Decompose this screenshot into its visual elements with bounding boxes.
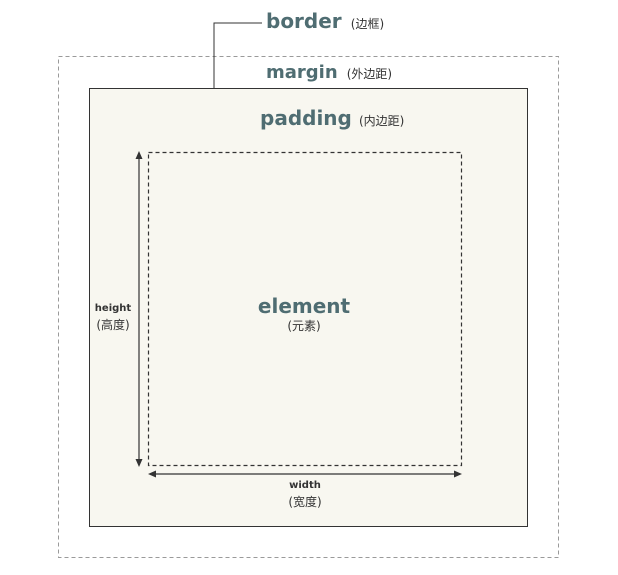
height-arrow [135,151,143,467]
height-label: height (高度) [88,302,138,334]
border-box [89,88,528,527]
width-label-cn: (宽度) [288,495,322,509]
element-label-text: element [257,294,351,318]
padding-label: padding (内边距) [260,106,404,130]
margin-box [58,56,559,558]
element-box [147,151,463,467]
border-leader-line [213,22,262,88]
height-label-cn: (高度) [96,318,130,332]
border-label-cn: (边框) [350,17,385,31]
element-label-cn: (元素) [287,319,321,333]
width-label-text: width [289,480,321,491]
width-arrow [148,470,462,478]
margin-label: margin (外边距) [266,62,392,83]
padding-label-cn: (内边距) [358,114,405,128]
height-label-text: height [94,303,132,314]
element-label: element (元素) [244,294,364,334]
border-label: border (边框) [266,9,384,33]
padding-label-text: padding [260,106,352,130]
margin-label-cn: (外边距) [346,67,393,81]
margin-label-text: margin [266,62,338,83]
border-label-text: border [266,9,342,33]
width-label: width (宽度) [275,479,335,511]
